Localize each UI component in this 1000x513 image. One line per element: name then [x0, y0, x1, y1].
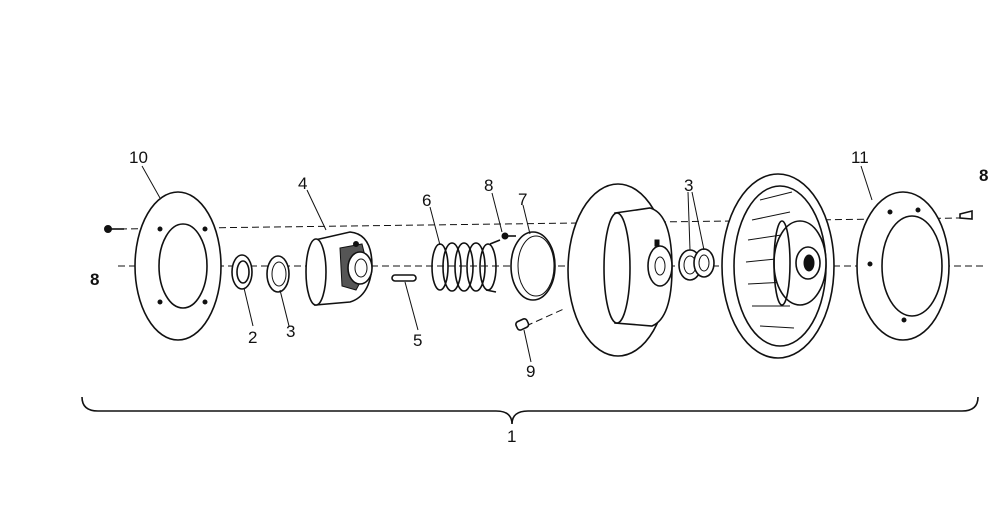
- pin: [391, 274, 417, 282]
- fixed-sheave: [721, 173, 835, 359]
- callout-screw-left: 8: [90, 270, 99, 289]
- screw-left: [104, 225, 124, 233]
- washer-right: [678, 248, 715, 281]
- ring: [510, 231, 556, 301]
- callout-washer-left: 3: [286, 322, 295, 341]
- callout-screw-top: 8: [484, 176, 493, 195]
- callout-cover-right: 11: [851, 148, 869, 167]
- callout-ring: 7: [518, 190, 527, 209]
- screw-top: [501, 232, 516, 240]
- screw-right: [959, 209, 973, 220]
- assembly-brace: [81, 396, 979, 425]
- callout-cover-left: 10: [129, 148, 148, 167]
- callout-spring: 6: [422, 191, 431, 210]
- callout-assembly: 1: [507, 427, 516, 446]
- moveable-sheave: [567, 183, 673, 357]
- spring: [431, 239, 501, 293]
- cover-plate-right: [856, 191, 950, 341]
- cam: [305, 231, 373, 306]
- bushing: [231, 254, 253, 290]
- leader-lines: [141, 165, 873, 363]
- callout-washer-right: 3: [684, 176, 693, 195]
- callout-roller: 9: [526, 362, 535, 381]
- cover-plate-left: [134, 191, 222, 341]
- callout-pin: 5: [413, 331, 422, 350]
- roller: [515, 307, 567, 331]
- washer-left: [266, 255, 290, 293]
- callout-screw-right: 8: [979, 166, 988, 185]
- callout-bushing: 2: [248, 328, 257, 347]
- callout-cam: 4: [298, 174, 307, 193]
- fastener-axis: [119, 217, 961, 230]
